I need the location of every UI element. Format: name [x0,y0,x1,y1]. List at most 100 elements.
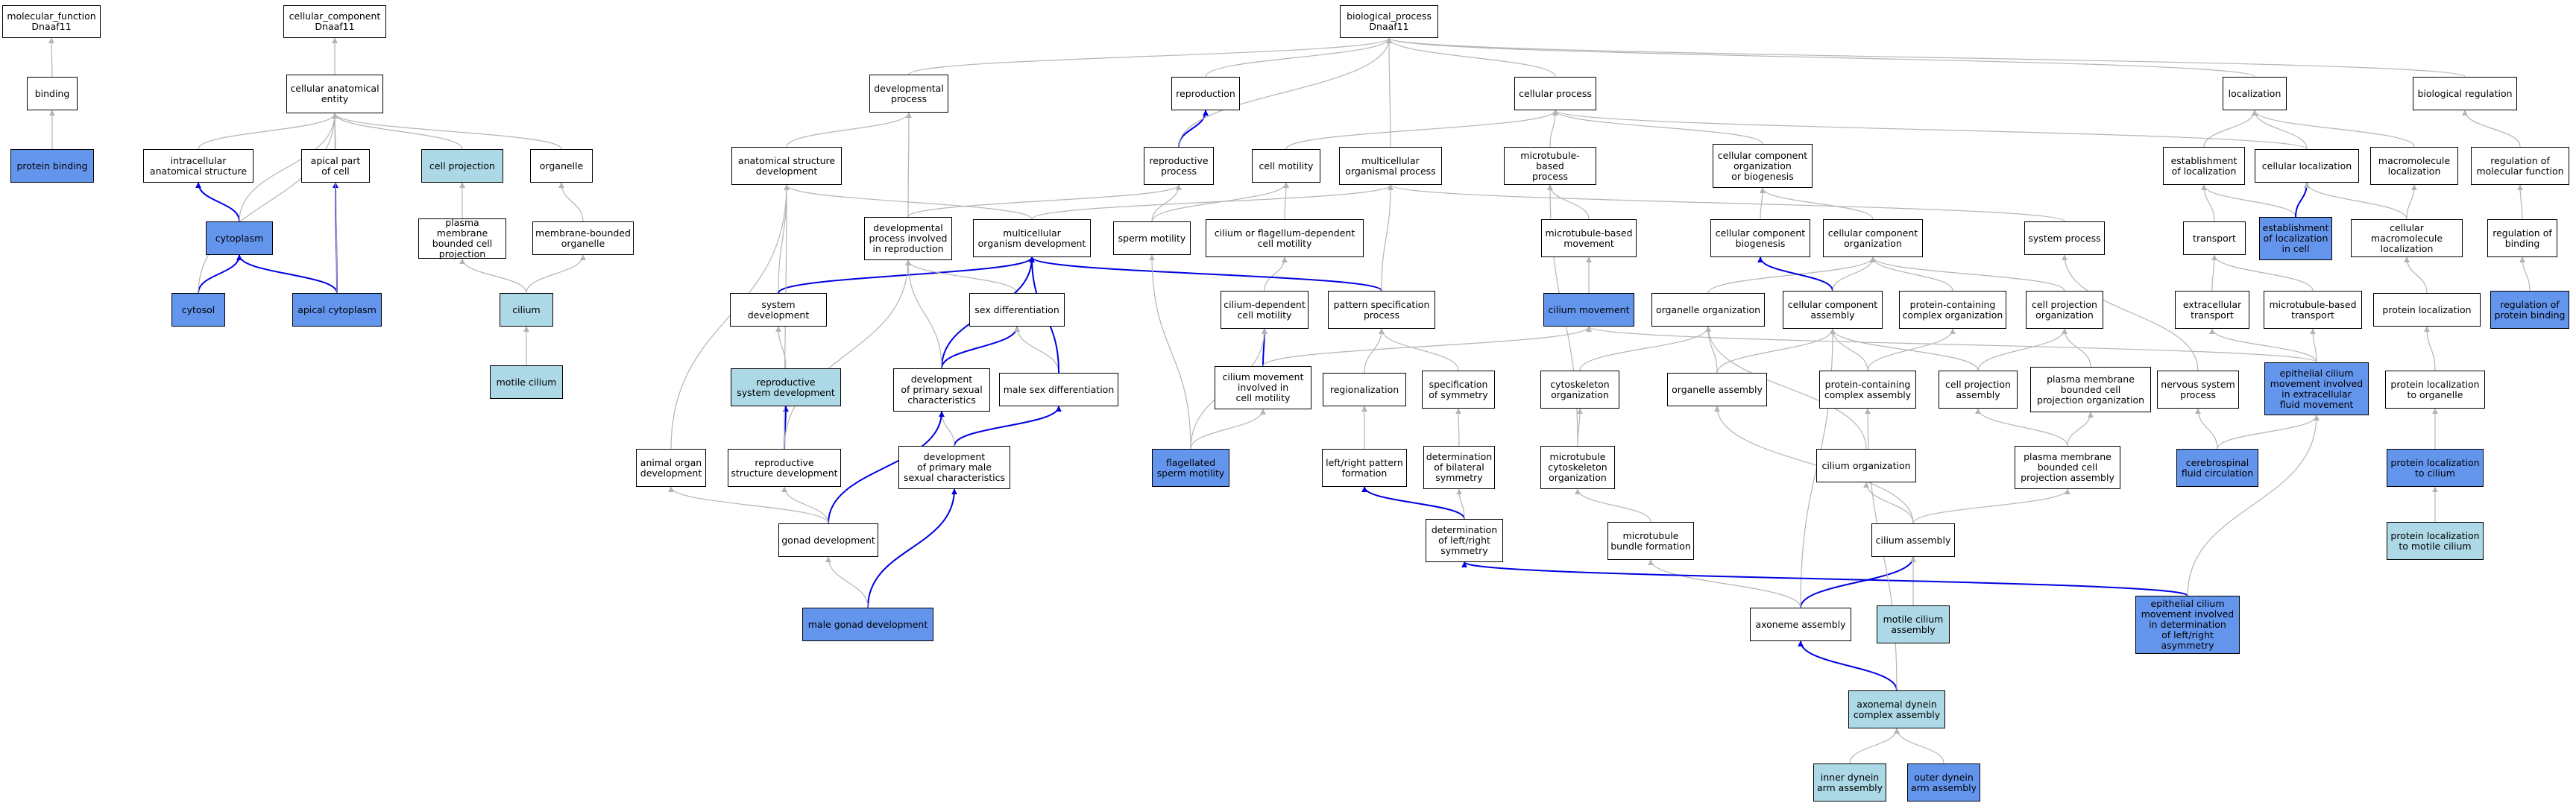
node-motile-cilium-assembly[interactable]: motile cilium assembly [1877,605,1950,643]
edge-part-of [1798,640,1898,691]
node-transport[interactable]: transport [2183,221,2246,255]
edge-is-a [1205,37,1392,78]
node-flagellated-sperm-motility[interactable]: flagellated sperm motility [1152,449,1229,487]
node-biological-regulation[interactable]: biological regulation [2413,77,2517,110]
node-cellular-component-organization-or-biogenesis[interactable]: cellular component organization or bioge… [1713,144,1813,188]
node-axoneme-assembly[interactable]: axoneme assembly [1750,608,1851,641]
node-motile-cilium[interactable]: motile cilium [490,365,563,399]
node-reproductive-process[interactable]: reproductive process [1144,147,1214,185]
node-pattern-specification-process[interactable]: pattern specification process [1328,291,1435,329]
node-development-of-primary-male-sexual-characteristics[interactable]: development of primary male sexual chara… [898,446,1010,489]
node-cell-projection-organization[interactable]: cell projection organization [2026,291,2103,329]
node-epithelial-cilium-movement-extracellular[interactable]: epithelial cilium movement involved in e… [2264,362,2369,415]
node-epithelial-cilium-movement-left-right[interactable]: epithelial cilium movement involved in d… [2135,596,2240,654]
node-microtubule-based-transport[interactable]: microtubule-based transport [2264,291,2362,329]
node-regionalization[interactable]: regionalization [1323,373,1406,406]
node-regulation-of-molecular-function[interactable]: regulation of molecular function [2471,147,2569,185]
node-gonad-development[interactable]: gonad development [778,523,878,557]
node-molecular-function[interactable]: molecular_function Dnaaf11 [2,5,101,38]
node-organelle-organization[interactable]: organelle organization [1651,293,1765,327]
node-plasma-membrane-bounded-cell-projection-organization[interactable]: plasma membrane bounded cell projection … [2030,367,2151,412]
node-protein-localization-to-organelle[interactable]: protein localization to organelle [2385,371,2485,409]
node-plasma-membrane-bounded-cell-projection[interactable]: plasma membrane bounded cell projection [418,218,506,259]
node-cytosol[interactable]: cytosol [171,293,225,327]
node-cellular-component-biogenesis[interactable]: cellular component biogenesis [1710,219,1810,257]
node-left-right-pattern-formation[interactable]: left/right pattern formation [1322,449,1407,487]
node-developmental-process[interactable]: developmental process [869,75,948,113]
edge-is-a [2211,254,2217,292]
node-microtubule-based-process[interactable]: microtubule-based process [1504,147,1596,185]
node-cilium-dependent-cell-motility[interactable]: cilium-dependent cell motility [1221,291,1309,329]
node-cilium[interactable]: cilium [500,293,553,327]
node-microtubule-based-movement[interactable]: microtubule-based movement [1541,219,1637,257]
node-organelle[interactable]: organelle [530,149,593,183]
node-cilium-movement[interactable]: cilium movement [1543,293,1634,327]
node-establishment-of-localization-in-cell[interactable]: establishment of localization in cell [2259,217,2332,260]
node-animal-organ-development[interactable]: animal organ development [636,449,706,487]
node-reproductive-system-development[interactable]: reproductive system development [731,368,841,406]
node-membrane-bounded-organelle[interactable]: membrane-bounded organelle [532,221,634,255]
node-cerebrospinal-fluid-circulation[interactable]: cerebrospinal fluid circulation [2176,449,2258,487]
node-macromolecule-localization[interactable]: macromolecule localization [2370,147,2458,185]
node-specification-of-symmetry[interactable]: specification of symmetry [1422,371,1495,409]
node-cellular-localization[interactable]: cellular localization [2255,149,2359,183]
node-extracellular-transport[interactable]: extracellular transport [2175,291,2249,329]
node-cilium-assembly[interactable]: cilium assembly [1871,523,1955,557]
node-cilium-or-flagellum-dependent-cell-motility[interactable]: cilium or flagellum-dependent cell motil… [1206,219,1364,257]
node-outer-dynein-arm-assembly[interactable]: outer dynein arm assembly [1907,763,1980,802]
node-cellular-process[interactable]: cellular process [1514,77,1596,110]
node-apical-part-of-cell[interactable]: apical part of cell [301,149,370,183]
node-cell-projection-assembly[interactable]: cell projection assembly [1939,371,2018,409]
node-protein-binding[interactable]: protein binding [10,149,94,183]
node-regulation-of-binding[interactable]: regulation of binding [2487,219,2557,257]
node-sperm-motility[interactable]: sperm motility [1113,221,1191,255]
node-determination-of-left-right-symmetry[interactable]: determination of left/right symmetry [1426,519,1503,562]
node-establishment-of-localization[interactable]: establishment of localization [2163,147,2245,185]
node-binding[interactable]: binding [27,77,78,110]
node-anatomical-structure-development[interactable]: anatomical structure development [731,147,842,185]
node-reproductive-structure-development[interactable]: reproductive structure development [728,449,841,487]
node-developmental-process-involved-in-reproduction[interactable]: developmental process involved in reprod… [864,217,952,260]
node-regulation-of-protein-binding[interactable]: regulation of protein binding [2490,291,2569,329]
node-male-gonad-development[interactable]: male gonad development [802,608,933,641]
node-protein-containing-complex-organization[interactable]: protein-containing complex organization [1899,291,2006,329]
node-cellular-component-assembly[interactable]: cellular component assembly [1783,291,1883,329]
edge-is-a [1586,326,2317,363]
node-determination-of-bilateral-symmetry[interactable]: determination of bilateral symmetry [1423,446,1495,489]
node-multicellular-organismal-process[interactable]: multicellular organismal process [1339,147,1442,185]
node-cell-motility[interactable]: cell motility [1252,149,1320,183]
node-protein-containing-complex-assembly[interactable]: protein-containing complex assembly [1819,371,1916,409]
node-intracellular-anatomical-structure[interactable]: intracellular anatomical structure [143,149,253,183]
node-male-sex-differentiation[interactable]: male sex differentiation [999,373,1118,406]
node-apical-cytoplasm[interactable]: apical cytoplasm [292,293,382,327]
edge-is-a [1455,408,1462,447]
node-system-development[interactable]: system development [730,293,827,327]
node-microtubule-bundle-formation[interactable]: microtubule bundle formation [1607,522,1694,560]
node-cellular-component-organization[interactable]: cellular component organization [1823,219,1923,257]
node-cytoplasm[interactable]: cytoplasm [206,221,273,255]
node-cellular-anatomical-entity[interactable]: cellular anatomical entity [286,75,383,113]
node-cilium-organization[interactable]: cilium organization [1816,449,1916,482]
node-cellular-component[interactable]: cellular_component Dnaaf11 [283,5,386,38]
node-microtubule-cytoskeleton-organization[interactable]: microtubule cytoskeleton organization [1540,446,1615,489]
node-system-process[interactable]: system process [2024,221,2105,255]
node-axonemal-dynein-complex-assembly[interactable]: axonemal dynein complex assembly [1848,690,1945,728]
node-nervous-system-process[interactable]: nervous system process [2157,371,2239,409]
node-protein-localization-to-motile-cilium[interactable]: protein localization to motile cilium [2387,522,2484,560]
node-development-of-primary-sexual-characteristics[interactable]: development of primary sexual characteri… [893,368,990,412]
node-plasma-membrane-bounded-cell-projection-assembly[interactable]: plasma membrane bounded cell projection … [2015,446,2120,489]
node-cell-projection[interactable]: cell projection [421,149,503,183]
node-protein-localization-to-cilium[interactable]: protein localization to cilium [2387,449,2484,487]
node-cilium-movement-involved-in-cell-motility[interactable]: cilium movement involved in cell motilit… [1215,366,1311,409]
node-cytoskeleton-organization[interactable]: cytoskeleton organization [1540,371,1619,409]
node-inner-dynein-arm-assembly[interactable]: inner dynein arm assembly [1813,763,1886,802]
edge-is-a [2304,182,2407,220]
node-multicellular-organism-development[interactable]: multicellular organism development [973,219,1091,257]
node-organelle-assembly[interactable]: organelle assembly [1667,373,1767,406]
node-protein-localization[interactable]: protein localization [2373,293,2481,327]
node-sex-differentiation[interactable]: sex differentiation [969,293,1065,327]
node-cellular-macromolecule-localization[interactable]: cellular macromolecule localization [2351,219,2463,257]
node-biological-process[interactable]: biological_process Dnaaf11 [1340,5,1438,38]
node-reproduction[interactable]: reproduction [1171,77,1240,110]
node-localization[interactable]: localization [2223,77,2287,110]
